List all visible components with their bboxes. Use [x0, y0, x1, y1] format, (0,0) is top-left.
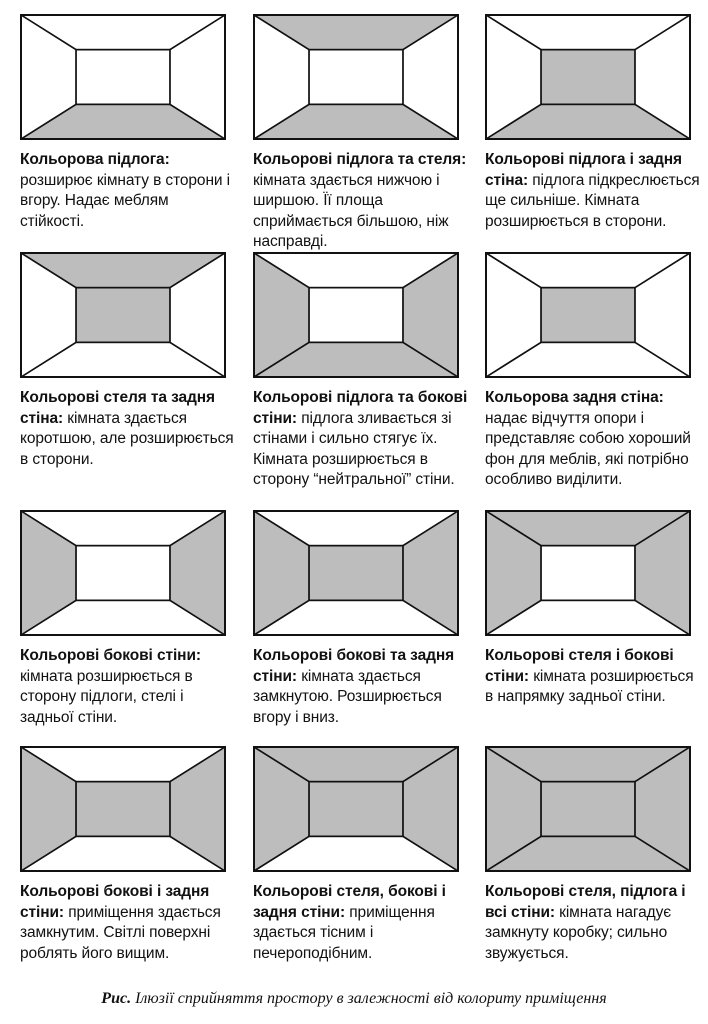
panel-title: Кольорова підлога:	[20, 151, 170, 168]
room-diagram	[485, 510, 691, 636]
room-frame	[20, 14, 226, 140]
panel-caption: Кольорова підлога: розширює кімнату в ст…	[20, 150, 235, 232]
room-diagram	[485, 14, 691, 140]
panel-title: Кольорові бокові стіни:	[20, 647, 201, 664]
room-diagram	[485, 746, 691, 872]
room-frame	[20, 252, 226, 378]
panel-title: Кольорові стеля, бокові і задня стіни:	[253, 883, 446, 921]
panel-title: Кольорові стеля, підлога і всі стіни:	[485, 883, 686, 921]
panel-title: Кольорові бокові та задня стіни:	[253, 647, 455, 685]
back-face	[308, 286, 404, 344]
panel-caption: Кольорові стеля, бокові і задня стіни: п…	[253, 882, 468, 964]
room-frame	[253, 14, 459, 140]
room-diagram	[485, 252, 691, 378]
room-frame	[253, 510, 459, 636]
room-frame	[485, 14, 691, 140]
room-frame	[485, 510, 691, 636]
back-face	[308, 48, 404, 106]
figure-caption-text: Ілюзії сприйняття простору в залежності …	[131, 990, 607, 1007]
room-frame	[253, 746, 459, 872]
panel-title: Кольорові підлога і задня стіна:	[485, 151, 682, 189]
panel-caption: Кольорові стеля, підлога і всі стіни: кі…	[485, 882, 700, 964]
figure-caption: Рис. Ілюзії сприйняття простору в залежн…	[0, 990, 708, 1008]
panel-caption: Кольорові бокові і задня стіни: приміщен…	[20, 882, 235, 964]
panel-caption: Кольорові підлога та бокові стіни: підло…	[253, 388, 468, 491]
panel-caption: Кольорові підлога та стеля: кімната здає…	[253, 150, 468, 253]
panel-description: кімната нагадує замкнуту коробку; сильно…	[485, 903, 672, 962]
room-diagram	[253, 14, 459, 140]
back-face	[308, 780, 404, 838]
room-diagram	[20, 746, 226, 872]
panel-caption: Кольорові бокові та задня стіни: кімната…	[253, 646, 468, 728]
back-face	[540, 544, 636, 602]
panel-description: розширює кімнату в сторони і вгору. Нада…	[20, 171, 231, 230]
panel-description: підлога підкреслюється ще сильніше. Кімн…	[485, 171, 700, 230]
panel-title: Кольорові стеля та задня стіна:	[20, 389, 215, 427]
panel-title: Кольорові підлога та бокові стіни:	[253, 389, 468, 427]
back-face	[540, 780, 636, 838]
room-diagram	[253, 746, 459, 872]
room-frame	[253, 252, 459, 378]
back-face	[540, 286, 636, 344]
panel-title: Кольорові бокові і задня стіни:	[20, 883, 210, 921]
room-frame	[20, 510, 226, 636]
room-frame	[485, 746, 691, 872]
back-face	[75, 286, 171, 344]
panel-description: кімната розширюється в сторону підлоги, …	[20, 667, 193, 726]
room-diagram	[253, 252, 459, 378]
back-face	[540, 48, 636, 106]
back-face	[75, 48, 171, 106]
panel-title: Кольорові стеля і бокові стіни:	[485, 647, 674, 685]
room-diagram	[20, 252, 226, 378]
panel-caption: Кольорова задня стіна: надає відчуття оп…	[485, 388, 700, 491]
room-diagram	[20, 510, 226, 636]
back-face	[75, 780, 171, 838]
panel-caption: Кольорові підлога і задня стіна: підлога…	[485, 150, 700, 232]
panel-title: Кольорові підлога та стеля:	[253, 151, 467, 168]
panel-caption: Кольорові стеля і бокові стіни: кімната …	[485, 646, 700, 708]
panel-caption: Кольорові бокові стіни: кімната розширює…	[20, 646, 235, 728]
room-frame	[20, 746, 226, 872]
room-diagram	[253, 510, 459, 636]
panel-description: приміщення здається тісним і печероподіб…	[253, 903, 435, 962]
back-face	[308, 544, 404, 602]
panel-description: кімната здається замкнутою. Розширюється…	[253, 667, 442, 726]
figure-label: Рис.	[101, 990, 132, 1007]
room-frame	[485, 252, 691, 378]
panel-description: приміщення здається замкнутим. Світлі по…	[20, 903, 221, 962]
panel-description: кімната здається нижчою і ширшою. Її пло…	[253, 171, 449, 251]
back-face	[75, 544, 171, 602]
room-diagram	[20, 14, 226, 140]
panel-caption: Кольорові стеля та задня стіна: кімната …	[20, 388, 235, 470]
panel-title: Кольорова задня стіна:	[485, 389, 664, 406]
panel-description: надає відчуття опори і представляє собою…	[485, 409, 691, 489]
panel-description: підлога зливається зі стінами і сильно с…	[253, 409, 455, 489]
panel-description: кімната розширюється в напрямку задньої …	[485, 667, 694, 706]
panel-description: кімната здається коротшою, але розширюєт…	[20, 409, 234, 468]
